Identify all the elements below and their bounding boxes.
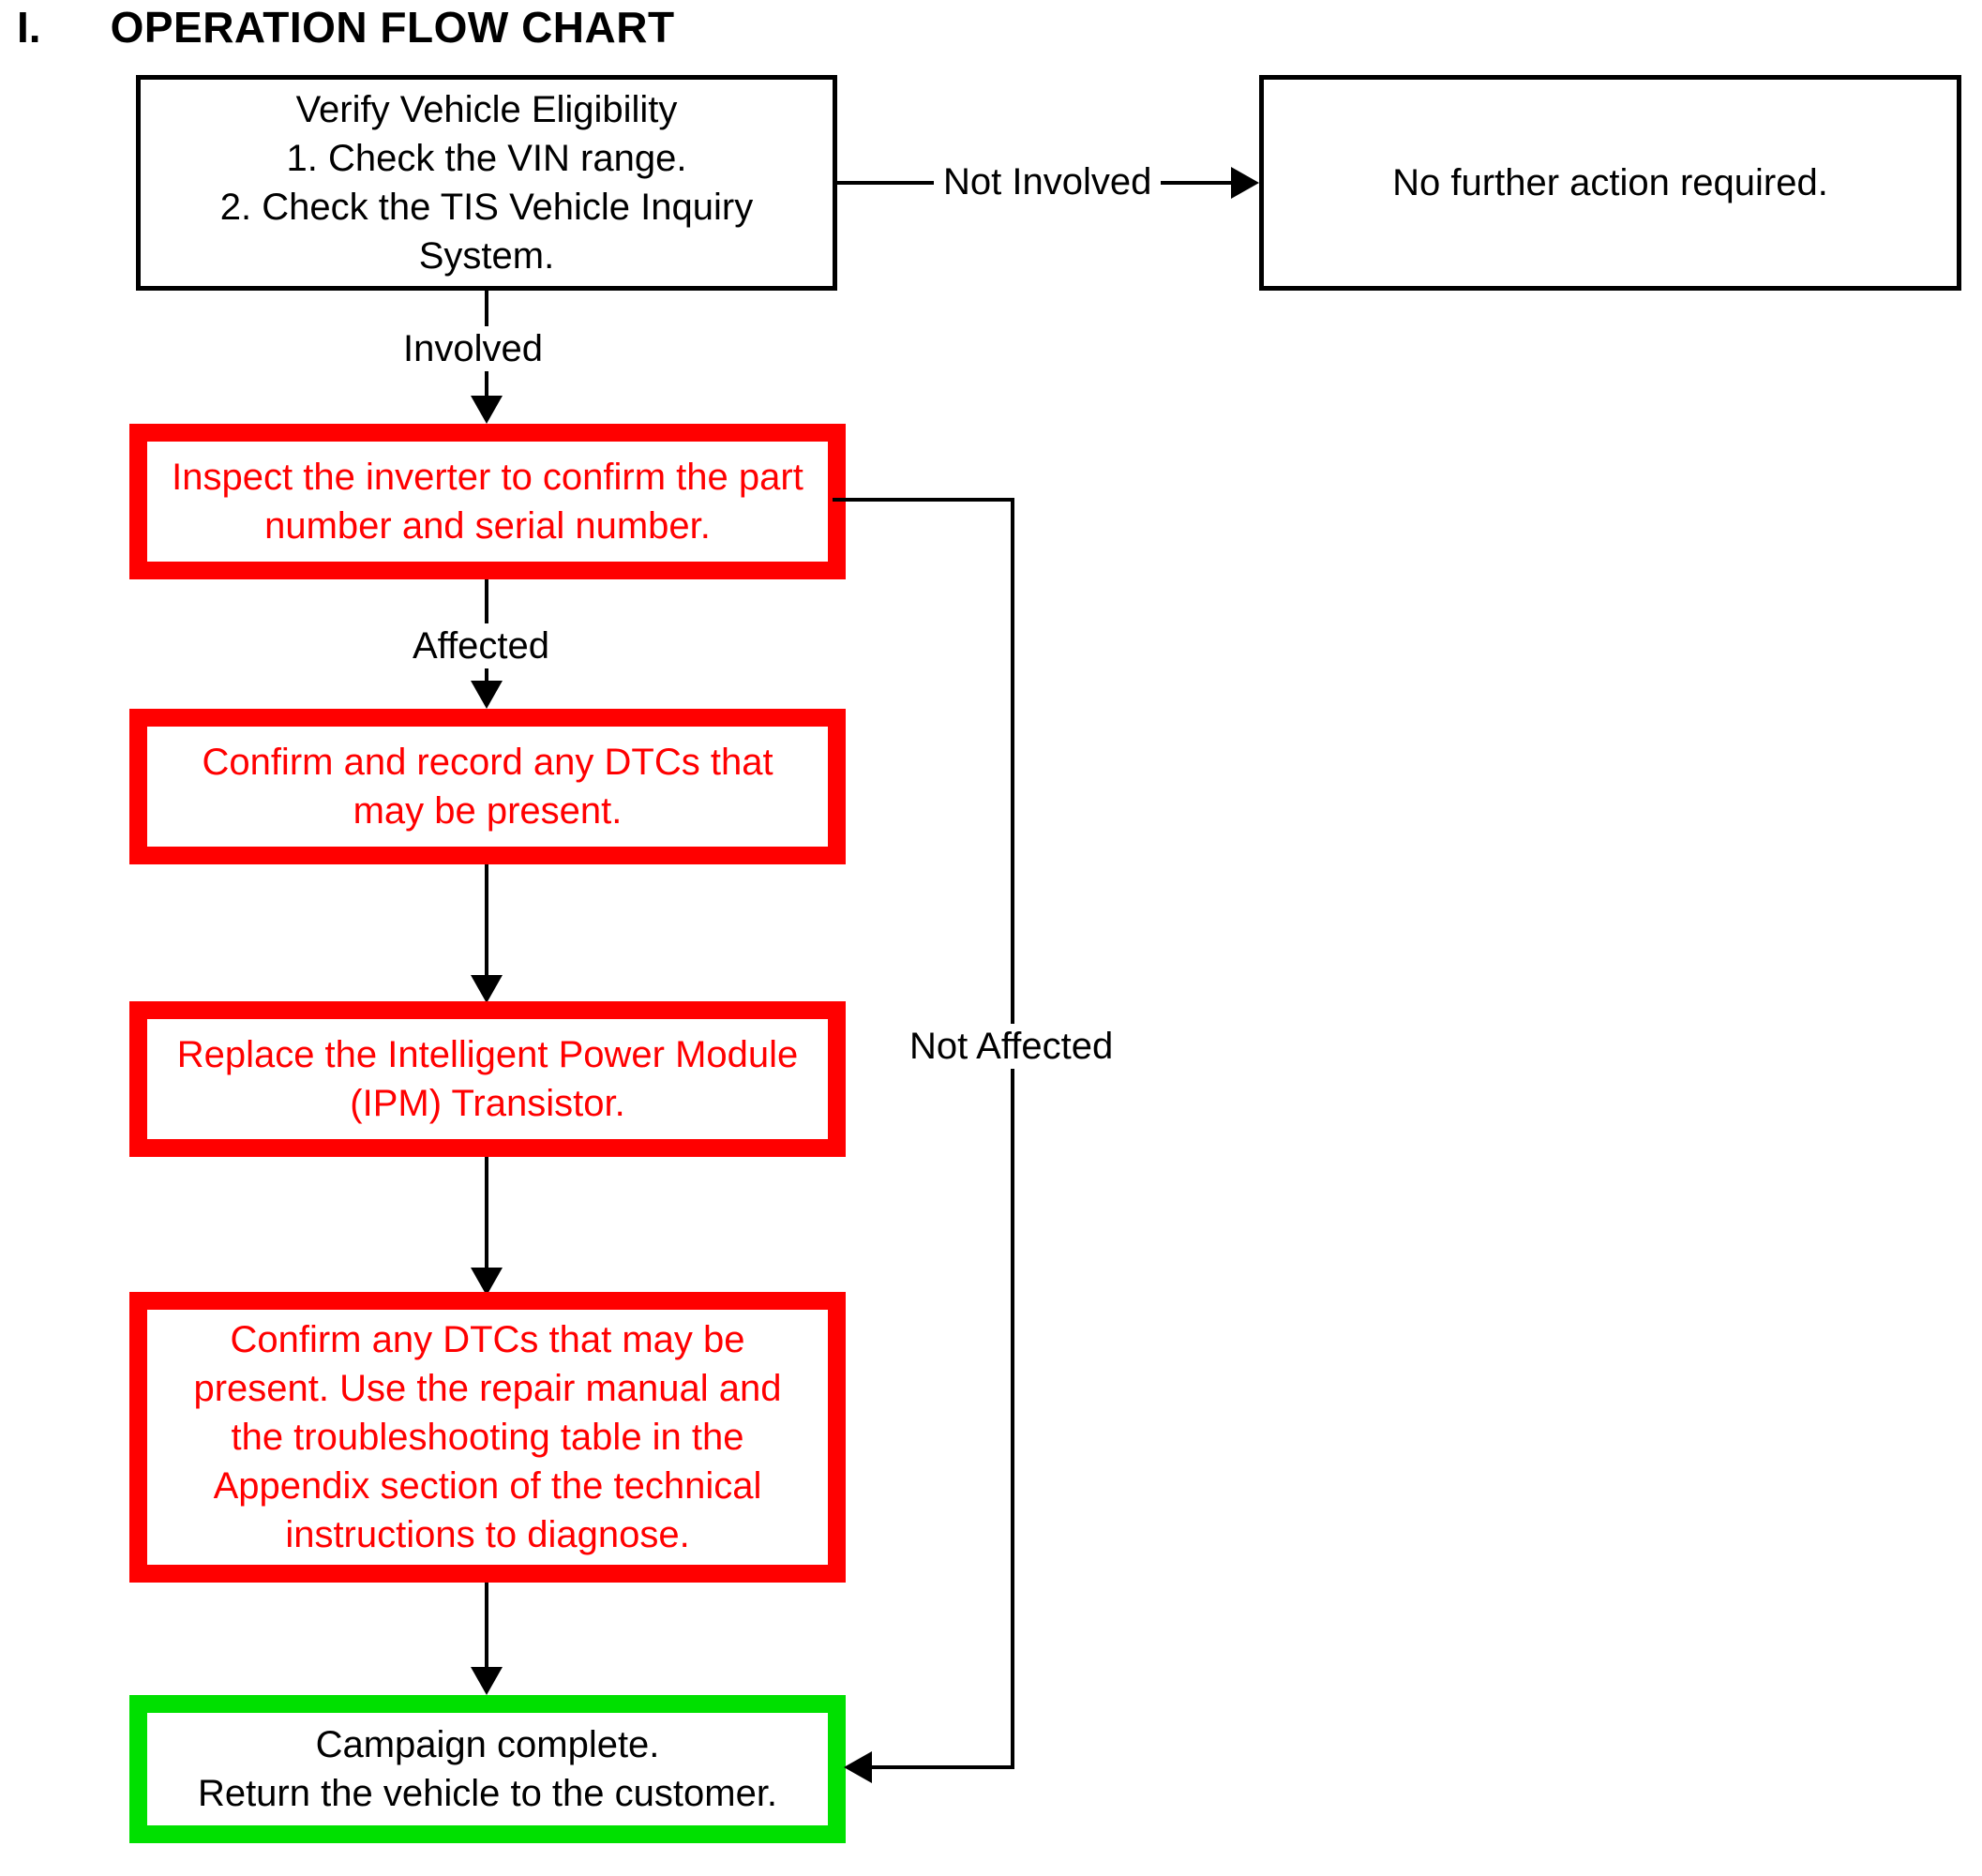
edge-confirm-to-complete-arrowhead	[471, 1667, 503, 1695]
node-verify-vehicle-eligibility[interactable]: Verify Vehicle Eligibility 1. Check the …	[136, 75, 837, 291]
node-record-dtcs[interactable]: Confirm and record any DTCs that may be …	[129, 709, 846, 864]
edge-not-affected-top-segment	[833, 498, 1014, 502]
page-title-text: OPERATION FLOW CHART	[110, 3, 675, 52]
edge-record-to-replace-line	[485, 864, 488, 986]
edge-label-not-affected: Not Affected	[900, 1024, 1123, 1069]
edge-replace-to-confirm-line	[485, 1157, 488, 1279]
node-inspect-inverter-text: Inspect the inverter to confirm the part…	[172, 457, 803, 547]
node-verify-vehicle-eligibility-text: Verify Vehicle Eligibility 1. Check the …	[219, 89, 754, 277]
node-replace-ipm-text: Replace the Intelligent Power Module (IP…	[176, 1034, 799, 1124]
edge-not-affected-arrowhead	[844, 1751, 872, 1783]
node-replace-ipm[interactable]: Replace the Intelligent Power Module (IP…	[129, 1001, 846, 1157]
edge-label-affected: Affected	[403, 623, 560, 668]
edge-not-affected-bottom-segment	[872, 1765, 1014, 1769]
edge-not-affected-vertical-segment	[1011, 498, 1014, 1767]
edge-involved-arrowhead	[471, 396, 503, 424]
edge-not-involved-arrowhead	[1231, 167, 1259, 199]
edge-record-to-replace-arrowhead	[471, 975, 503, 1003]
node-inspect-inverter[interactable]: Inspect the inverter to confirm the part…	[129, 424, 846, 579]
node-confirm-dtcs-text: Confirm any DTCs that may be present. Us…	[193, 1319, 782, 1555]
node-confirm-dtcs[interactable]: Confirm any DTCs that may be present. Us…	[129, 1292, 846, 1583]
node-record-dtcs-text: Confirm and record any DTCs that may be …	[202, 742, 773, 832]
page-title: I. OPERATION FLOW CHART	[17, 2, 675, 53]
edge-affected-arrowhead	[471, 681, 503, 709]
edge-label-involved: Involved	[394, 326, 552, 371]
node-campaign-complete[interactable]: Campaign complete. Return the vehicle to…	[129, 1695, 846, 1843]
edge-label-not-involved: Not Involved	[934, 159, 1162, 204]
node-no-further-action-text: No further action required.	[1392, 162, 1828, 203]
node-campaign-complete-text: Campaign complete. Return the vehicle to…	[197, 1724, 778, 1814]
edge-replace-to-confirm-arrowhead	[471, 1268, 503, 1296]
node-no-further-action[interactable]: No further action required.	[1259, 75, 1961, 291]
edge-confirm-to-complete-line	[485, 1583, 488, 1676]
page-title-numeral: I.	[17, 3, 41, 52]
